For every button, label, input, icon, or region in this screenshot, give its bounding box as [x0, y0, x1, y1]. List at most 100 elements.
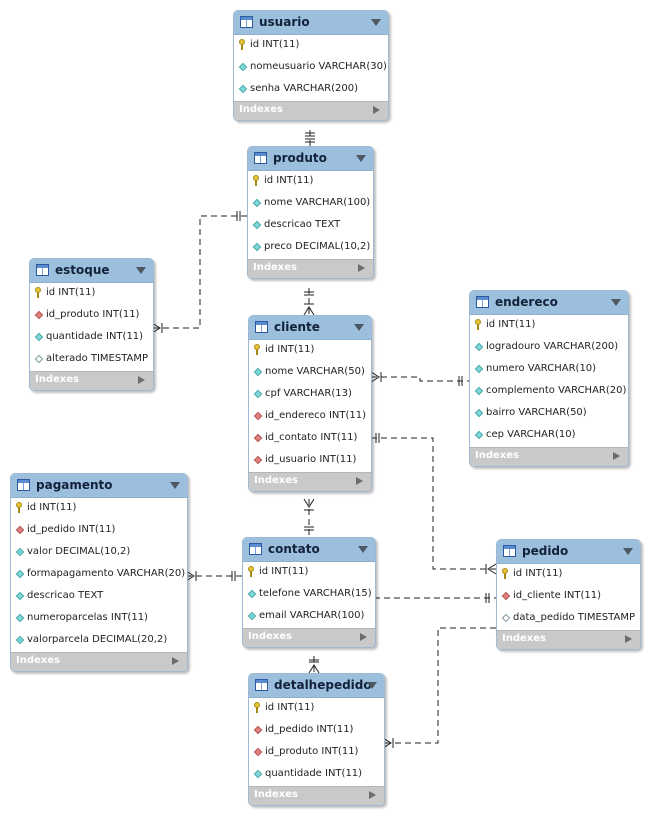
- column-diamond-icon: [253, 389, 263, 399]
- column-row[interactable]: telefone VARCHAR(15): [243, 584, 375, 606]
- key-icon: [248, 566, 254, 577]
- table-header[interactable]: usuario: [234, 11, 388, 35]
- indexes-label: Indexes: [248, 631, 292, 642]
- indexes-bar[interactable]: Indexes: [30, 371, 153, 390]
- one-mark-contato-left: [231, 571, 236, 581]
- key-icon: [16, 502, 22, 513]
- column-row[interactable]: email VARCHAR(100): [243, 606, 375, 628]
- table-header[interactable]: pagamento: [11, 474, 187, 498]
- column-diamond-icon: [474, 430, 484, 440]
- column-row[interactable]: id_pedido INT(11): [11, 520, 187, 542]
- column-row[interactable]: bairro VARCHAR(50): [470, 403, 628, 425]
- column-row[interactable]: descricao TEXT: [248, 215, 373, 237]
- foreign-key-diamond-icon: [34, 310, 44, 320]
- column-row[interactable]: id_usuario INT(11): [249, 450, 371, 472]
- column-label: id_usuario INT(11): [265, 454, 357, 465]
- column-label: id INT(11): [486, 319, 536, 330]
- column-row[interactable]: senha VARCHAR(200): [234, 79, 388, 101]
- column-row[interactable]: numeroparcelas INT(11): [11, 608, 187, 630]
- table-header[interactable]: estoque: [30, 259, 153, 283]
- column-row[interactable]: data_pedido TIMESTAMP: [497, 608, 640, 630]
- column-row[interactable]: nomeusuario VARCHAR(30): [234, 57, 388, 79]
- collapse-arrow-icon[interactable]: [611, 299, 621, 306]
- rel-produto-estoque: [152, 215, 247, 329]
- column-row[interactable]: formapagamento VARCHAR(20): [11, 564, 187, 586]
- indexes-bar[interactable]: Indexes: [243, 628, 375, 647]
- column-row[interactable]: valor DECIMAL(10,2): [11, 542, 187, 564]
- column-row[interactable]: id_produto INT(11): [249, 742, 384, 764]
- column-row[interactable]: id INT(11): [30, 283, 153, 305]
- indexes-bar[interactable]: Indexes: [249, 786, 384, 805]
- indexes-bar[interactable]: Indexes: [249, 472, 371, 491]
- column-row[interactable]: cpf VARCHAR(13): [249, 384, 371, 406]
- column-row[interactable]: id_pedido INT(11): [249, 720, 384, 742]
- column-row[interactable]: id INT(11): [248, 171, 373, 193]
- column-row[interactable]: id_cliente INT(11): [497, 586, 640, 608]
- column-diamond-icon: [238, 62, 248, 72]
- indexes-bar[interactable]: Indexes: [248, 259, 373, 278]
- column-row[interactable]: id INT(11): [11, 498, 187, 520]
- column-label: formapagamento VARCHAR(20): [27, 568, 186, 579]
- collapse-arrow-icon[interactable]: [356, 155, 366, 162]
- expand-arrow-icon[interactable]: [356, 477, 363, 485]
- column-row[interactable]: id_endereco INT(11): [249, 406, 371, 428]
- column-row[interactable]: id INT(11): [234, 35, 388, 57]
- column-row[interactable]: id INT(11): [249, 340, 371, 362]
- table-title: pedido: [522, 544, 569, 558]
- collapse-arrow-icon[interactable]: [358, 546, 368, 553]
- table-header[interactable]: cliente: [249, 316, 371, 340]
- table-header[interactable]: produto: [248, 147, 373, 171]
- column-row[interactable]: numero VARCHAR(10): [470, 359, 628, 381]
- column-row[interactable]: logradouro VARCHAR(200): [470, 337, 628, 359]
- column-row[interactable]: preco DECIMAL(10,2): [248, 237, 373, 259]
- collapse-arrow-icon[interactable]: [371, 19, 381, 26]
- column-row[interactable]: quantidade INT(11): [30, 327, 153, 349]
- collapse-arrow-icon[interactable]: [170, 482, 180, 489]
- table-header[interactable]: detalhepedido: [249, 674, 384, 698]
- table-header[interactable]: pedido: [497, 540, 640, 564]
- column-row[interactable]: id INT(11): [243, 562, 375, 584]
- column-row[interactable]: descricao TEXT: [11, 586, 187, 608]
- indexes-bar[interactable]: Indexes: [470, 447, 628, 466]
- indexes-bar[interactable]: Indexes: [234, 101, 388, 120]
- column-row[interactable]: nome VARCHAR(50): [249, 362, 371, 384]
- table-header[interactable]: endereco: [470, 291, 628, 315]
- expand-arrow-icon[interactable]: [613, 452, 620, 460]
- indexes-bar[interactable]: Indexes: [497, 630, 640, 649]
- column-row[interactable]: nome VARCHAR(100): [248, 193, 373, 215]
- expand-arrow-icon[interactable]: [373, 106, 380, 114]
- column-row[interactable]: id INT(11): [470, 315, 628, 337]
- collapse-arrow-icon[interactable]: [354, 324, 364, 331]
- column-row[interactable]: quantidade INT(11): [249, 764, 384, 786]
- collapse-arrow-icon[interactable]: [623, 548, 633, 555]
- table-pedido[interactable]: pedido id INT(11)id_cliente INT(11)data_p…: [496, 539, 641, 650]
- column-row[interactable]: id_contato INT(11): [249, 428, 371, 450]
- table-header[interactable]: contato: [243, 538, 375, 562]
- expand-arrow-icon[interactable]: [360, 633, 367, 641]
- column-row[interactable]: complemento VARCHAR(20): [470, 381, 628, 403]
- expand-arrow-icon[interactable]: [625, 635, 632, 643]
- expand-arrow-icon[interactable]: [369, 791, 376, 799]
- column-diamond-icon: [474, 342, 484, 352]
- column-row[interactable]: valorparcela DECIMAL(20,2): [11, 630, 187, 652]
- indexes-bar[interactable]: Indexes: [11, 652, 187, 671]
- column-row[interactable]: id INT(11): [497, 564, 640, 586]
- expand-arrow-icon[interactable]: [172, 657, 179, 665]
- column-row[interactable]: cep VARCHAR(10): [470, 425, 628, 447]
- column-row[interactable]: alterado TIMESTAMP: [30, 349, 153, 371]
- table-endereco[interactable]: endereco id INT(11) logradouro VARCHAR(200…: [469, 290, 629, 467]
- collapse-arrow-icon[interactable]: [367, 682, 377, 689]
- column-row[interactable]: id_produto INT(11): [30, 305, 153, 327]
- collapse-arrow-icon[interactable]: [136, 267, 146, 274]
- column-diamond-icon: [252, 198, 262, 208]
- column-row[interactable]: id INT(11): [249, 698, 384, 720]
- expand-arrow-icon[interactable]: [358, 264, 365, 272]
- expand-arrow-icon[interactable]: [138, 376, 145, 384]
